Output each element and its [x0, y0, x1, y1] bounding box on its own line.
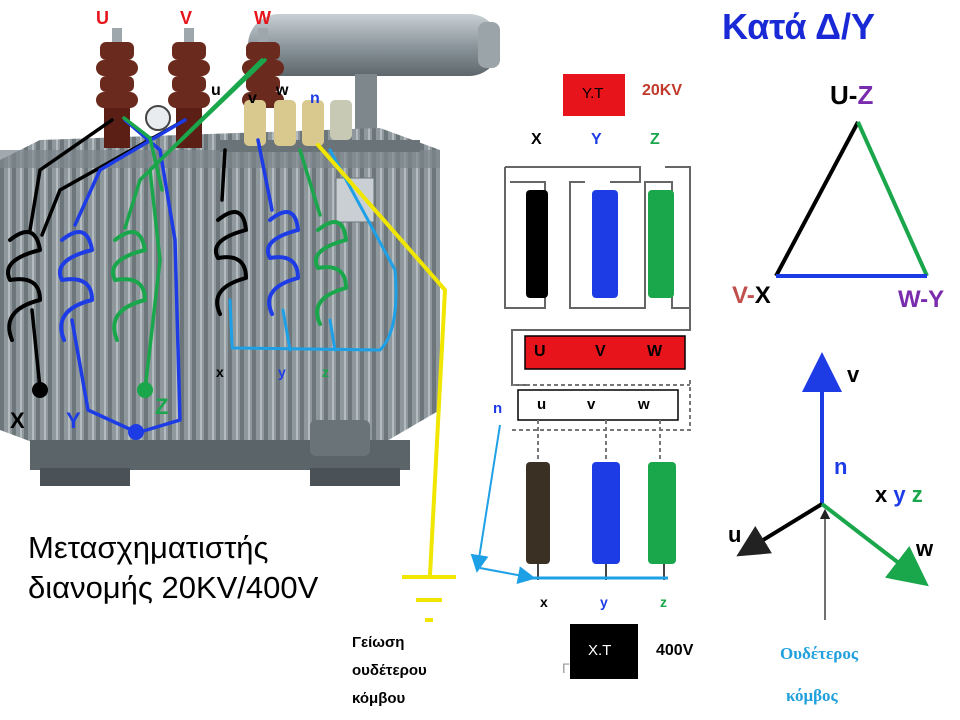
star-u-label: u — [728, 522, 742, 547]
lv-bushing-label: v — [248, 90, 257, 107]
hv-tag: Υ.Τ — [582, 85, 604, 102]
lv-bushing-label: w — [276, 82, 289, 99]
lv-end-label: x — [216, 364, 224, 380]
hv-terminal-label: U — [534, 343, 546, 360]
phasor-w — [820, 502, 929, 587]
hv-terminal-label: W — [647, 343, 663, 360]
star-v-label: v — [847, 362, 860, 387]
hv-top-label: Y — [591, 131, 602, 148]
delta-side-green — [856, 121, 929, 277]
lv-tag: Χ.Τ — [588, 642, 612, 659]
neutral-caption-line2: κόμβος — [786, 686, 838, 705]
star-xyz-label: x y z — [875, 482, 923, 507]
lv-end-label: y — [278, 364, 286, 380]
hv-end-label: X — [10, 408, 25, 433]
hv-top-label: Z — [650, 131, 660, 148]
hv-coil-x — [526, 190, 548, 298]
hv-bushing-label: V — [180, 8, 193, 28]
photo-caption-line2: διανομής 20KV/400V — [28, 570, 319, 605]
delta-right-label: W-Y — [898, 286, 945, 313]
delta-side-black — [774, 121, 860, 277]
ground-caption-line2: ουδέτερου — [352, 662, 427, 679]
star-w-label: w — [916, 536, 934, 561]
hv-terminal-label: V — [595, 343, 606, 360]
delta-left-label: V-X — [732, 282, 771, 309]
neutral-caption-line1: Ουδέτερος — [780, 644, 859, 663]
lv-terminal-label: w — [638, 396, 650, 413]
photo-caption-line1: Μετασχηματιστής — [28, 530, 269, 565]
delta-top-label: U-Z — [830, 80, 874, 110]
lv-bushings — [244, 100, 352, 146]
lv-bushing-label: u — [211, 82, 221, 99]
hv-end-label: Y — [66, 408, 81, 433]
hv-bushings — [96, 28, 284, 148]
delta-triangle — [774, 121, 929, 278]
lv-coil-z — [648, 462, 676, 564]
hv-voltage: 20KV — [642, 82, 683, 99]
star-phasor — [736, 352, 929, 620]
hv-coil-y — [592, 190, 618, 298]
lv-end-label: z — [322, 364, 329, 380]
lv-coil-y — [592, 462, 620, 564]
ground-caption-line1: Γείωση — [352, 634, 405, 651]
lv-bottom-label: y — [600, 594, 608, 610]
lv-terminal-label: v — [587, 396, 596, 413]
hv-coil-z — [648, 190, 674, 298]
coil-winding-icon — [6, 230, 42, 342]
arrow-icon — [470, 424, 501, 573]
neutral-label: n — [493, 400, 503, 417]
lv-terminal-bar — [517, 389, 679, 421]
lv-bottom-label: z — [660, 594, 667, 610]
hv-bushing-label: U — [96, 8, 109, 28]
lv-voltage: 400V — [656, 642, 694, 659]
page-title: Κατά Δ/Υ — [722, 6, 876, 47]
lv-terminal-label: u — [537, 396, 547, 413]
lv-bushing-label: n — [310, 90, 320, 107]
hv-tag-box — [563, 74, 625, 116]
star-n-label: n — [834, 454, 848, 479]
ground-symbol-icon — [402, 575, 456, 622]
transformer-photo-icon — [0, 14, 500, 486]
schematic — [470, 74, 691, 679]
hv-top-label: X — [531, 131, 542, 148]
hv-terminal-bar — [524, 335, 686, 370]
lv-coil-x — [526, 462, 550, 564]
lv-tag-box — [570, 624, 638, 679]
hv-end-label: Z — [155, 394, 169, 419]
lv-bottom-label: x — [540, 594, 548, 610]
ground-caption-line3: κόμβου — [352, 690, 406, 707]
hv-bushing-label: W — [254, 8, 271, 28]
faint-mark: Γ — [562, 660, 570, 676]
phasor-u — [736, 502, 824, 557]
